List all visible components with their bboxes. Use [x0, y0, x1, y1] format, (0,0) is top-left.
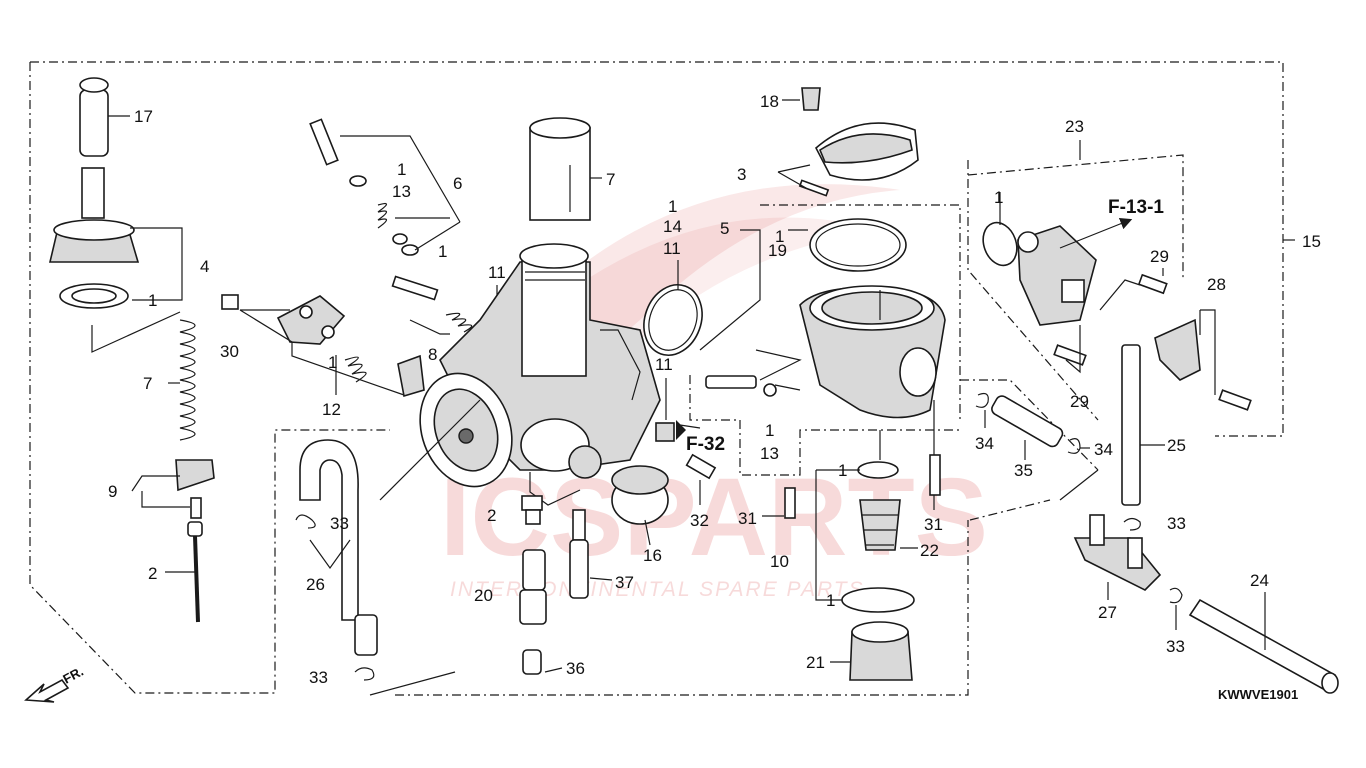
callout-7[interactable]: 7	[606, 170, 615, 189]
hose-26	[295, 439, 456, 696]
callout-1[interactable]: 1	[668, 197, 677, 216]
callout-28[interactable]: 28	[1207, 275, 1226, 294]
callout-33[interactable]: 33	[309, 668, 328, 687]
front-direction-indicator: FR.	[24, 664, 86, 703]
callout-18[interactable]: 18	[760, 92, 779, 111]
callout-30[interactable]: 30	[220, 342, 239, 361]
callout-1[interactable]: 1	[438, 242, 447, 261]
callout-1[interactable]: 1	[826, 591, 835, 610]
watermark-tagline: INTERCONTINENTAL SPARE PARTS	[450, 578, 865, 601]
callout-3[interactable]: 3	[737, 165, 746, 184]
diagram-code: KWWVE1901	[1218, 687, 1298, 702]
callout-12[interactable]: 12	[322, 400, 341, 419]
callout-31[interactable]: 31	[738, 509, 757, 528]
callout-1[interactable]: 1	[148, 291, 157, 310]
drain-filter	[815, 430, 918, 681]
callout-26[interactable]: 26	[306, 575, 325, 594]
assembly-boundaries	[29, 61, 1284, 696]
callout-36[interactable]: 36	[566, 659, 585, 678]
throttle-valve-7	[529, 117, 602, 221]
callout-29[interactable]: 29	[1070, 392, 1089, 411]
top-cover-3	[777, 87, 919, 197]
callout-4[interactable]: 4	[200, 257, 209, 276]
bolt-32	[679, 424, 717, 505]
callout-37[interactable]: 37	[615, 573, 634, 592]
callout-33[interactable]: 33	[1167, 514, 1186, 533]
callout-1[interactable]: 1	[328, 353, 337, 372]
air-filter-17	[79, 77, 130, 157]
callout-34[interactable]: 34	[975, 434, 994, 453]
callout-17[interactable]: 17	[134, 107, 153, 126]
callout-22[interactable]: 22	[920, 541, 939, 560]
callout-9[interactable]: 9	[108, 482, 117, 501]
tubes-and-joint	[975, 344, 1339, 694]
ref-f-32-group: F-32	[676, 420, 725, 455]
callout-32[interactable]: 32	[690, 511, 709, 530]
callout-33[interactable]: 33	[330, 514, 349, 533]
callout-1[interactable]: 1	[838, 461, 847, 480]
callout-35[interactable]: 35	[1014, 461, 1033, 480]
jets	[519, 495, 613, 675]
callout-6[interactable]: 6	[453, 174, 462, 193]
cover-30-12	[221, 294, 425, 398]
callout-25[interactable]: 25	[1167, 436, 1186, 455]
diaphragm-4	[48, 167, 183, 353]
callout-21[interactable]: 21	[806, 653, 825, 672]
callout-23[interactable]: 23	[1065, 117, 1084, 136]
callout-1[interactable]: 1	[397, 160, 406, 179]
callout-13[interactable]: 13	[760, 444, 779, 463]
callout-5[interactable]: 5	[720, 219, 729, 238]
callout-11[interactable]: 11	[488, 263, 506, 282]
callout-11[interactable]: 11	[655, 355, 673, 374]
pilot-screw-set-6	[309, 118, 461, 256]
callout-7[interactable]: 7	[143, 374, 152, 393]
callout-31[interactable]: 31	[924, 515, 943, 534]
callout-1[interactable]: 1	[765, 421, 774, 440]
callout-2[interactable]: 2	[487, 506, 496, 525]
callout-19[interactable]: 19	[768, 241, 787, 260]
callout-24[interactable]: 24	[1250, 571, 1269, 590]
callout-27[interactable]: 27	[1098, 603, 1117, 622]
callout-34[interactable]: 34	[1094, 440, 1113, 459]
o-ring-14	[643, 260, 703, 356]
callout-15[interactable]: 15	[1302, 232, 1321, 251]
spring-7	[168, 319, 196, 441]
callout-33[interactable]: 33	[1166, 637, 1185, 656]
screws-31	[762, 400, 941, 519]
auto-starter-23	[982, 140, 1295, 411]
callout-13[interactable]: 13	[392, 182, 411, 201]
carburetor-body	[379, 243, 661, 506]
callout-2[interactable]: 2	[148, 564, 157, 583]
throttle-stop-screw-8	[391, 275, 473, 335]
callouts: 17 4 1 7 9 2 30 12 1 1 13 6 1 8 7 1 11 1…	[108, 92, 1321, 687]
callout-1[interactable]: 1	[775, 227, 784, 246]
callout-8[interactable]: 8	[428, 345, 437, 364]
callout-10[interactable]: 10	[770, 552, 789, 571]
callout-16[interactable]: 16	[643, 546, 662, 565]
cap-16	[611, 465, 669, 546]
callout-14[interactable]: 11	[663, 239, 681, 258]
ref-f-13-1[interactable]: F-13-1	[1108, 197, 1164, 218]
ref-f-32[interactable]: F-32	[686, 434, 725, 455]
callout-20[interactable]: 20	[474, 586, 493, 605]
callout-29[interactable]: 29	[1150, 247, 1169, 266]
jet-needle-2	[165, 521, 203, 623]
float-chamber-body	[699, 218, 946, 419]
callout-11[interactable]: 14	[663, 217, 682, 236]
needle-retainer-9	[131, 459, 215, 519]
callout-1[interactable]: 1	[994, 188, 1003, 207]
